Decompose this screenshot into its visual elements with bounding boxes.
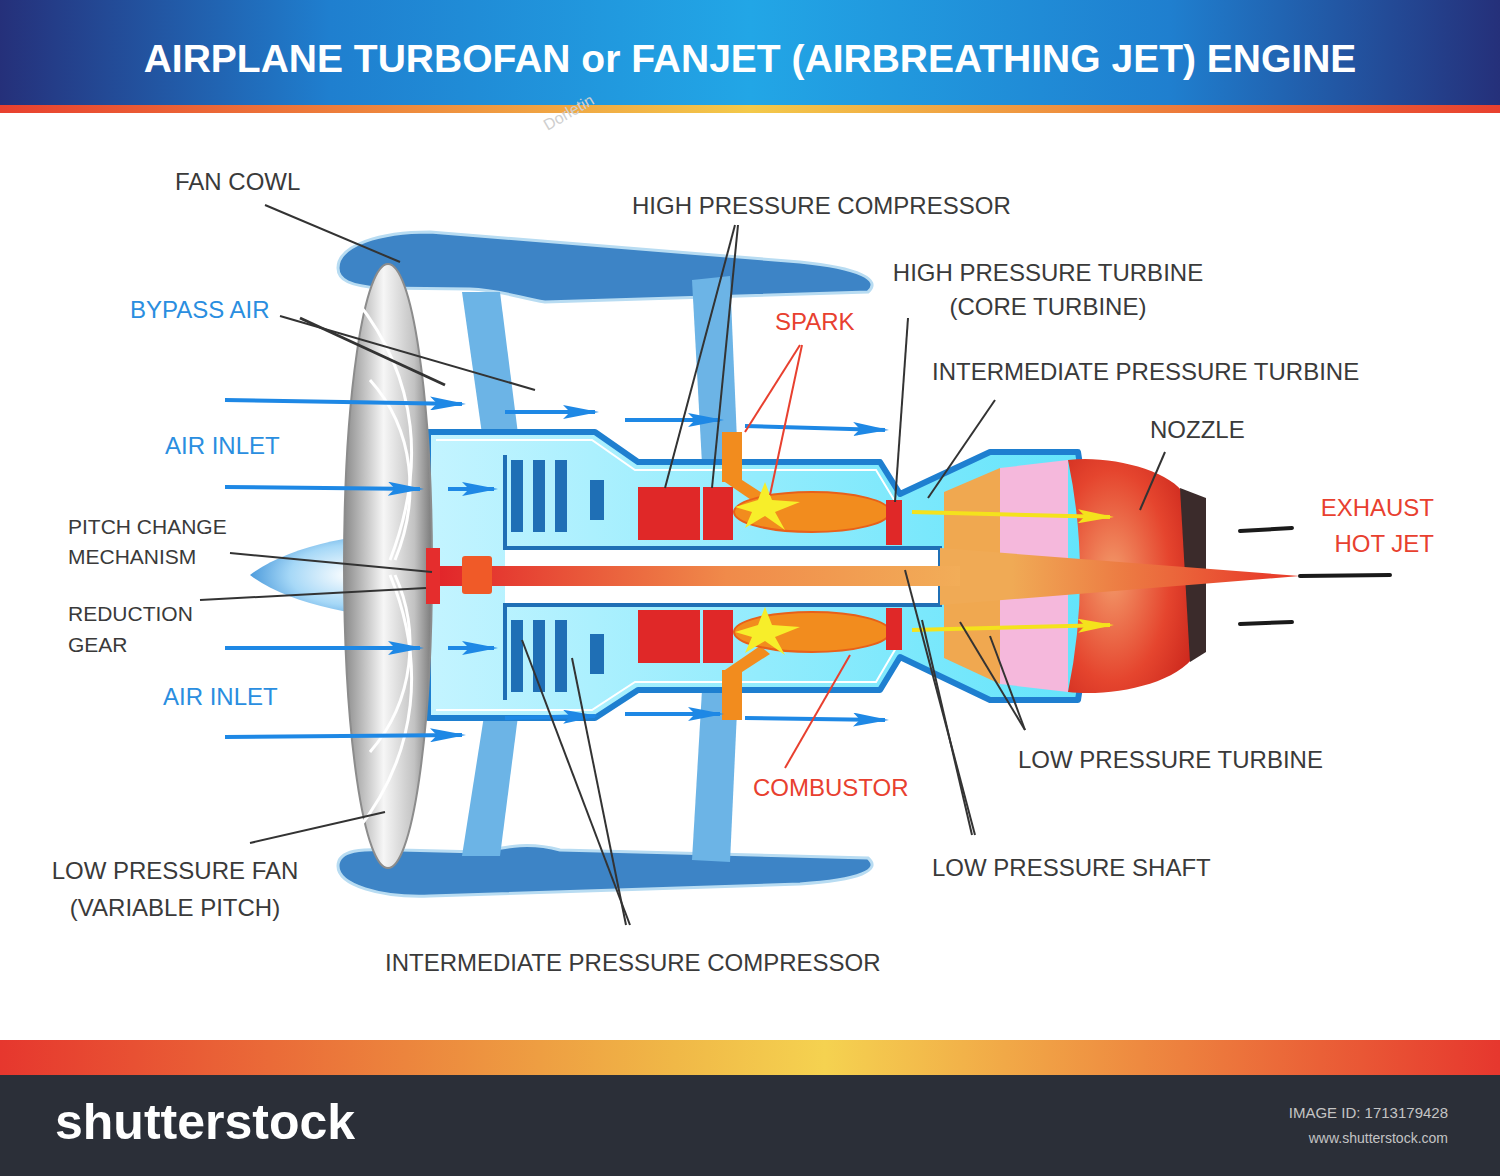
part-label: SPARK [775, 308, 855, 337]
fan-cowl [338, 846, 872, 897]
fan-blade-line [370, 575, 410, 752]
part-label: PITCH CHANGE MECHANISM [68, 512, 243, 572]
leader-line [928, 400, 995, 498]
compressor-blade [555, 620, 567, 692]
compressor-blade [533, 460, 545, 532]
flow-label: BYPASS AIR [130, 296, 270, 325]
leader-line [922, 620, 972, 835]
exhaust-streak [1240, 528, 1292, 531]
part-label: LOW PRESSURE SHAFT [932, 854, 1211, 883]
fuel-injector [722, 646, 770, 672]
compressor-blade [590, 480, 604, 520]
air-arrow [448, 487, 494, 491]
part-label: NOZZLE [1150, 416, 1245, 445]
part-label: COMBUSTOR [753, 774, 909, 803]
watermark-logo: shutterstock [55, 1092, 355, 1152]
air-arrow [225, 487, 420, 489]
image-id: IMAGE ID: 1713179428 [1289, 1104, 1448, 1122]
gas-arrow [912, 625, 1110, 630]
fuel-injector [722, 670, 742, 720]
part-label: REDUCTION GEAR [68, 598, 208, 660]
fan-cowl [338, 232, 872, 302]
air-arrow [448, 646, 494, 650]
compressor-blade [590, 634, 604, 674]
leader-line [712, 225, 738, 488]
air-arrow [625, 418, 720, 422]
compressor-blade [533, 620, 545, 692]
fan-blade-line [370, 380, 410, 560]
gas-arrows [912, 512, 1110, 630]
hp-compressor [703, 610, 733, 663]
leader-line [1140, 452, 1165, 510]
diagram-title: AIRPLANE TURBOFAN or FANJET (AIRBREATHIN… [144, 37, 1357, 81]
title-band: AIRPLANE TURBOFAN or FANJET (AIRBREATHIN… [0, 0, 1500, 105]
part-label: FAN COWL [175, 168, 300, 197]
air-arrow [745, 426, 885, 430]
part-label: LOW PRESSURE FAN (VARIABLE PITCH) [30, 852, 320, 926]
footer-stripe [0, 1040, 1500, 1075]
compressor-blade [511, 620, 523, 692]
hp-turbine [886, 608, 902, 650]
part-label: INTERMEDIATE PRESSURE COMPRESSOR [385, 949, 881, 978]
part-label: INTERMEDIATE PRESSURE TURBINE [932, 358, 1359, 387]
watermark-url: www.shutterstock.com [1309, 1130, 1448, 1147]
leader-line [572, 658, 626, 925]
hp-compressor [638, 610, 700, 663]
spark-flash [735, 607, 800, 655]
leader-line [785, 655, 850, 768]
compressor-blade [511, 460, 523, 532]
air-arrow [225, 646, 420, 650]
hp-compressor [638, 487, 700, 540]
air-arrow [225, 400, 462, 404]
air-arrow [225, 735, 462, 737]
red-leader-lines [745, 345, 850, 768]
leader-line [905, 570, 975, 835]
pitch-mechanism [426, 548, 440, 604]
exhaust-streak [1240, 622, 1292, 624]
leader-line [300, 318, 445, 385]
exhaust-streak [1300, 575, 1390, 576]
leader-line [230, 553, 432, 572]
air-arrow [505, 410, 595, 414]
hp-turbine [886, 500, 902, 545]
exhaust-cone [940, 548, 1300, 605]
leader-line [960, 622, 1025, 730]
reduction-gear [462, 556, 492, 594]
fuel-injector [722, 432, 742, 482]
air-arrows [225, 400, 885, 737]
air-arrow [745, 718, 885, 720]
fan-disk [344, 264, 432, 868]
spark-flash [735, 482, 800, 530]
leader-line [990, 636, 1025, 730]
air-arrow [625, 712, 720, 716]
gas-arrow [912, 512, 1110, 517]
title-stripe [0, 105, 1500, 113]
part-label: HIGH PRESSURE TURBINE (CORE TURBINE) [863, 256, 1233, 324]
hp-compressor [703, 487, 733, 540]
low-pressure-shaft [440, 566, 960, 586]
leader-line [280, 316, 535, 390]
compressor-blade [555, 460, 567, 532]
flow-label: AIR INLET [165, 432, 280, 461]
part-label: EXHAUST HOT JET [1299, 490, 1434, 562]
strut [462, 716, 518, 856]
fan-blade-line [356, 575, 412, 832]
part-label: LOW PRESSURE TURBINE [1018, 746, 1323, 775]
leader-line [200, 588, 426, 600]
part-label: HIGH PRESSURE COMPRESSOR [632, 192, 1011, 221]
leader-line [265, 205, 400, 262]
fan-blade-line [356, 300, 412, 560]
leader-line [522, 640, 630, 925]
leader-line [250, 812, 385, 843]
leader-line [770, 345, 802, 495]
leader-line [895, 318, 908, 502]
flow-label: AIR INLET [163, 683, 278, 712]
